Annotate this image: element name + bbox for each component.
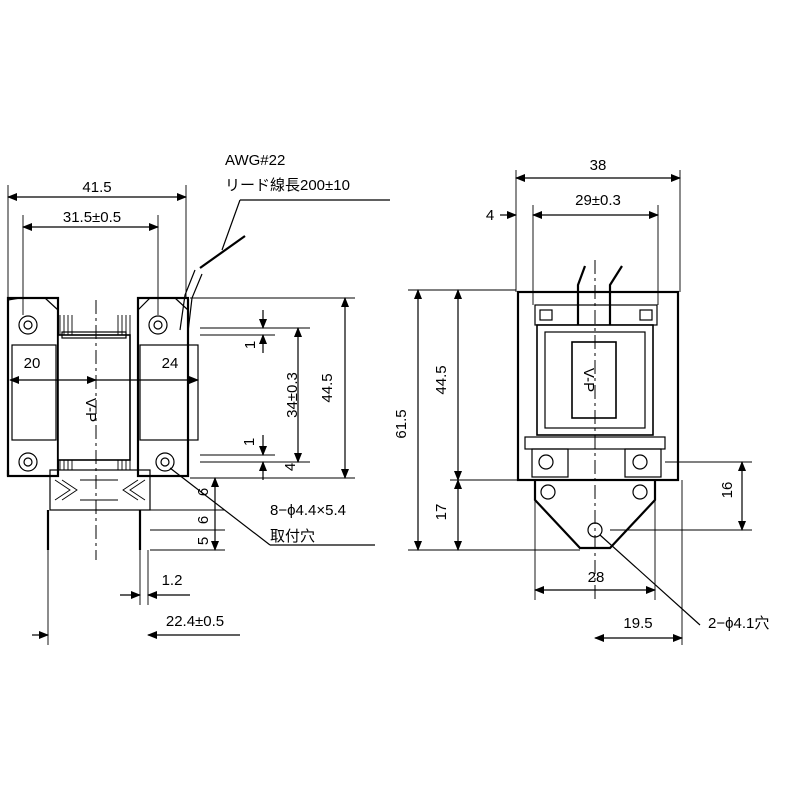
mount-hole bbox=[155, 452, 175, 472]
coil-bobbin bbox=[57, 334, 131, 461]
wire-note-line2: リード線長200±10 bbox=[225, 177, 350, 194]
coil-label: V-P bbox=[82, 398, 99, 422]
dim-side-left-window: 20 bbox=[24, 355, 41, 372]
dim-side-depth: 22.4±0.5 bbox=[166, 613, 224, 630]
foot-hole bbox=[632, 484, 648, 500]
mount-hole-note-line1: 8−ϕ4.4×5.4 bbox=[270, 502, 346, 519]
dim-front-overall-height: 61.5 bbox=[393, 409, 410, 438]
side-view: V-P 41.5 31.5±0.5 20 24 bbox=[6, 179, 375, 645]
dim-side-bottom-gap: 1 bbox=[241, 438, 258, 446]
mount-hole bbox=[148, 315, 168, 335]
dim-side-thickness: 1.2 bbox=[162, 572, 183, 589]
dim-front-hole-offset: 19.5 bbox=[623, 615, 652, 632]
dim-front-inner-width: 29±0.3 bbox=[575, 192, 621, 209]
mount-hole-note-line2: 取付穴 bbox=[270, 528, 315, 545]
dim-side-5: 5 bbox=[195, 537, 212, 545]
dim-side-top-gap: 1 bbox=[242, 341, 259, 349]
front-coil-label: V-P bbox=[580, 368, 597, 392]
front-view: V-P 38 29±0.3 4 61.5 44.5 bbox=[393, 157, 769, 645]
dim-side-6b: 6 bbox=[195, 516, 212, 524]
dim-side-total-width: 41.5 bbox=[82, 179, 111, 196]
dim-front-body-height: 44.5 bbox=[433, 365, 450, 394]
dim-front-offset: 4 bbox=[486, 207, 494, 224]
dim-side-hole-pitch: 31.5±0.5 bbox=[63, 209, 121, 226]
foot-hole-note: 2−ϕ4.1穴 bbox=[708, 615, 769, 632]
wire-note-line1: AWG#22 bbox=[225, 152, 285, 169]
mount-hole bbox=[18, 452, 38, 472]
dim-front-foot-width: 28 bbox=[588, 569, 605, 586]
front-body bbox=[516, 290, 680, 482]
dim-side-core-height: 34±0.3 bbox=[284, 372, 301, 418]
mount-hole bbox=[18, 315, 38, 335]
dim-front-total-width: 38 bbox=[590, 157, 607, 174]
dim-front-foot-height: 17 bbox=[433, 504, 450, 521]
dim-side-right-window: 24 bbox=[162, 355, 179, 372]
foot-hole bbox=[540, 484, 556, 500]
dim-side-6: 6 bbox=[195, 488, 212, 496]
dim-side-overall-height: 44.5 bbox=[319, 373, 336, 402]
left-mount-plate bbox=[6, 296, 60, 478]
dim-side-bottom-4: 4 bbox=[282, 463, 299, 471]
dim-front-foot-hole-height: 16 bbox=[719, 482, 736, 499]
